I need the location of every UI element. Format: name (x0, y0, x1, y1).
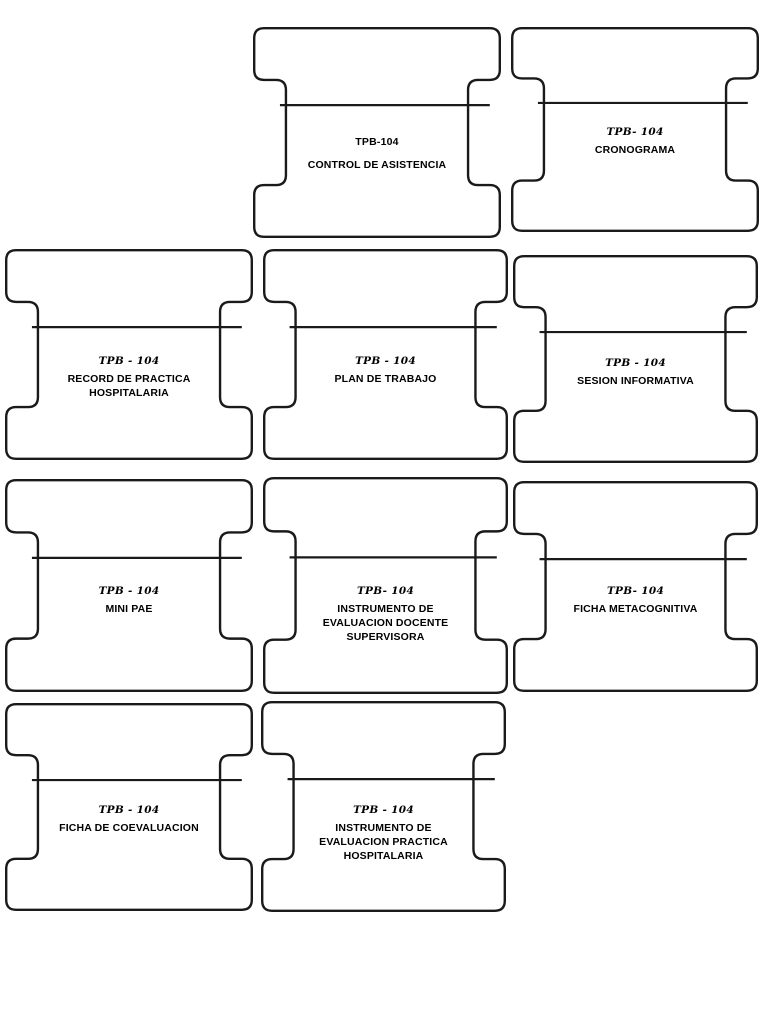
spool-shape-path (5, 249, 253, 460)
card-outline-shape (263, 477, 508, 694)
spool-shape-path (511, 27, 759, 232)
spool-shape-path (513, 481, 758, 692)
card-outline-shape (5, 249, 253, 460)
card-outline-shape (5, 479, 253, 692)
spool-shape-path (253, 27, 501, 238)
spool-shape-path (263, 249, 508, 460)
card-outline-shape (253, 27, 501, 238)
card-outline-shape (263, 249, 508, 460)
spool-shape-path (263, 477, 508, 694)
card-outline-shape (5, 703, 253, 911)
card-outline-shape (513, 481, 758, 692)
spool-shape-path (513, 255, 758, 463)
card-outline-shape (261, 701, 506, 912)
spool-shape-path (5, 479, 253, 692)
spool-shape-path (261, 701, 506, 912)
card-outline-shape (513, 255, 758, 463)
card-outline-shape (511, 27, 759, 232)
spool-shape-path (5, 703, 253, 911)
